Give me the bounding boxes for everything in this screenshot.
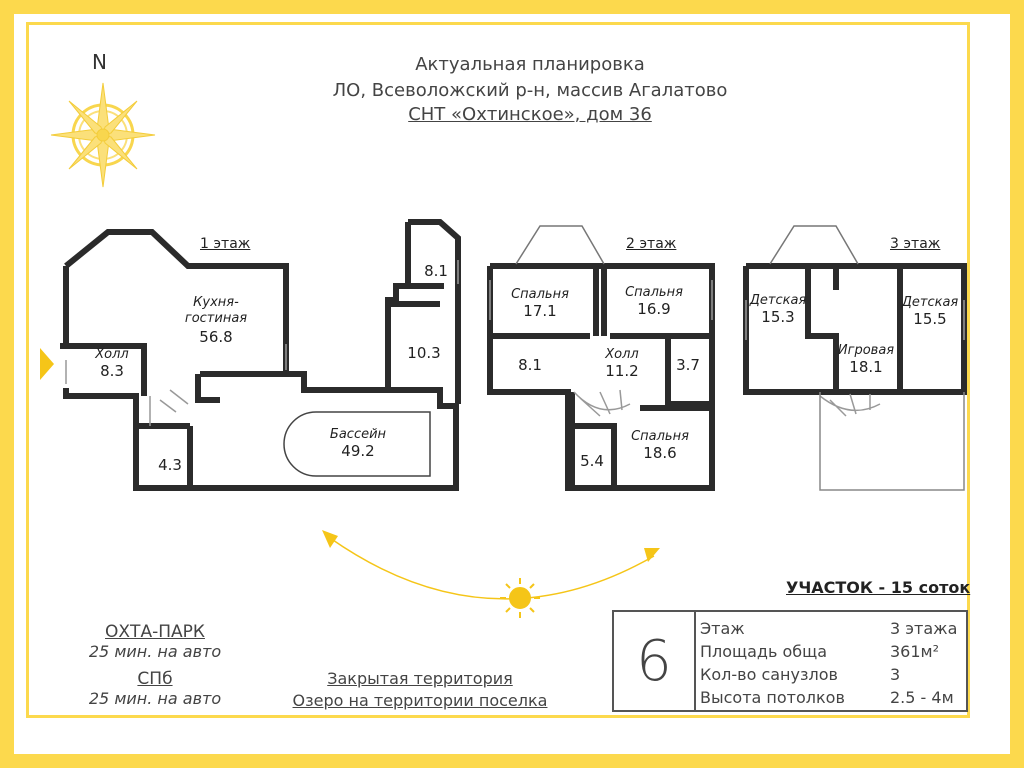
page-frame bbox=[14, 14, 1010, 754]
place-spb: СПб bbox=[137, 669, 173, 689]
spec-number: 6 bbox=[614, 612, 696, 710]
pool-name: Бассейн bbox=[330, 427, 387, 442]
floor2-plan bbox=[487, 263, 715, 491]
floor3-label: 3 этаж bbox=[890, 236, 941, 252]
compass-rose-icon bbox=[50, 82, 156, 188]
header-title: Актуальная планировка bbox=[415, 54, 645, 75]
header-location: ЛО, Всеволожский р-н, массив Агалатово bbox=[332, 80, 728, 101]
sun-path-arrow-left-icon bbox=[322, 530, 338, 548]
bedroom2-area: 16.9 bbox=[637, 300, 670, 318]
bedroom3-area: 18.6 bbox=[643, 444, 676, 462]
lake-text: Озеро на территории поселка bbox=[292, 691, 548, 710]
sun-icon bbox=[500, 578, 540, 618]
inner-border bbox=[26, 22, 970, 718]
kids1-name: Детская bbox=[749, 293, 807, 308]
bedroom2-name: Спальня bbox=[625, 285, 683, 300]
room-8-1-f1-area: 8.1 bbox=[424, 262, 448, 280]
floor1-label: 1 этаж bbox=[200, 236, 251, 252]
kitchen-area: 56.8 bbox=[199, 328, 232, 346]
kids2-area: 15.5 bbox=[913, 310, 946, 328]
floor1-plan bbox=[60, 219, 461, 491]
room-8-1-f2-area: 8.1 bbox=[518, 356, 542, 374]
time-okhta-park: 25 мин. на авто bbox=[88, 642, 222, 661]
pool-area: 49.2 bbox=[341, 442, 374, 460]
header-address: СНТ «Охтинское», дом 36 bbox=[408, 104, 652, 125]
kids2-name: Детская bbox=[901, 295, 959, 310]
playroom-name: Игровая bbox=[838, 343, 894, 358]
room-5-4-area: 5.4 bbox=[580, 452, 604, 470]
center-info: Закрытая территория Озеро на территории … bbox=[270, 668, 570, 712]
bedroom1-name: Спальня bbox=[511, 287, 569, 302]
kids1-area: 15.3 bbox=[761, 308, 794, 326]
hall1-name: Холл bbox=[94, 347, 128, 362]
sun-path-arc bbox=[329, 537, 655, 600]
time-spb: 25 мин. на авто bbox=[88, 689, 222, 708]
floor2-label: 2 этаж bbox=[626, 236, 677, 252]
entrance-arrow-icon bbox=[40, 348, 54, 380]
bedroom3-name: Спальня bbox=[631, 429, 689, 444]
hall2-area: 11.2 bbox=[605, 362, 638, 380]
pool-outline bbox=[283, 411, 431, 477]
kitchen-name-b: гостиная bbox=[185, 311, 247, 326]
room-10-3-area: 10.3 bbox=[407, 344, 440, 362]
compass-north-label: N bbox=[92, 50, 107, 74]
room-3-7-area: 3.7 bbox=[676, 356, 700, 374]
left-info: ОХТА-ПАРК 25 мин. на авто СПб 25 мин. на… bbox=[70, 622, 240, 708]
hall1-area: 8.3 bbox=[100, 362, 124, 380]
plot-title: УЧАСТОК - 15 соток bbox=[786, 578, 971, 597]
hall2-name: Холл bbox=[604, 347, 638, 362]
bedroom1-area: 17.1 bbox=[523, 302, 556, 320]
kitchen-name-a: Кухня- bbox=[193, 295, 239, 310]
place-okhta-park: ОХТА-ПАРК bbox=[105, 622, 205, 642]
sun-path-arrow-right-icon bbox=[644, 548, 660, 562]
closed-territory-text: Закрытая территория bbox=[327, 669, 513, 688]
room-4-3-area: 4.3 bbox=[158, 456, 182, 474]
playroom-area: 18.1 bbox=[849, 358, 882, 376]
